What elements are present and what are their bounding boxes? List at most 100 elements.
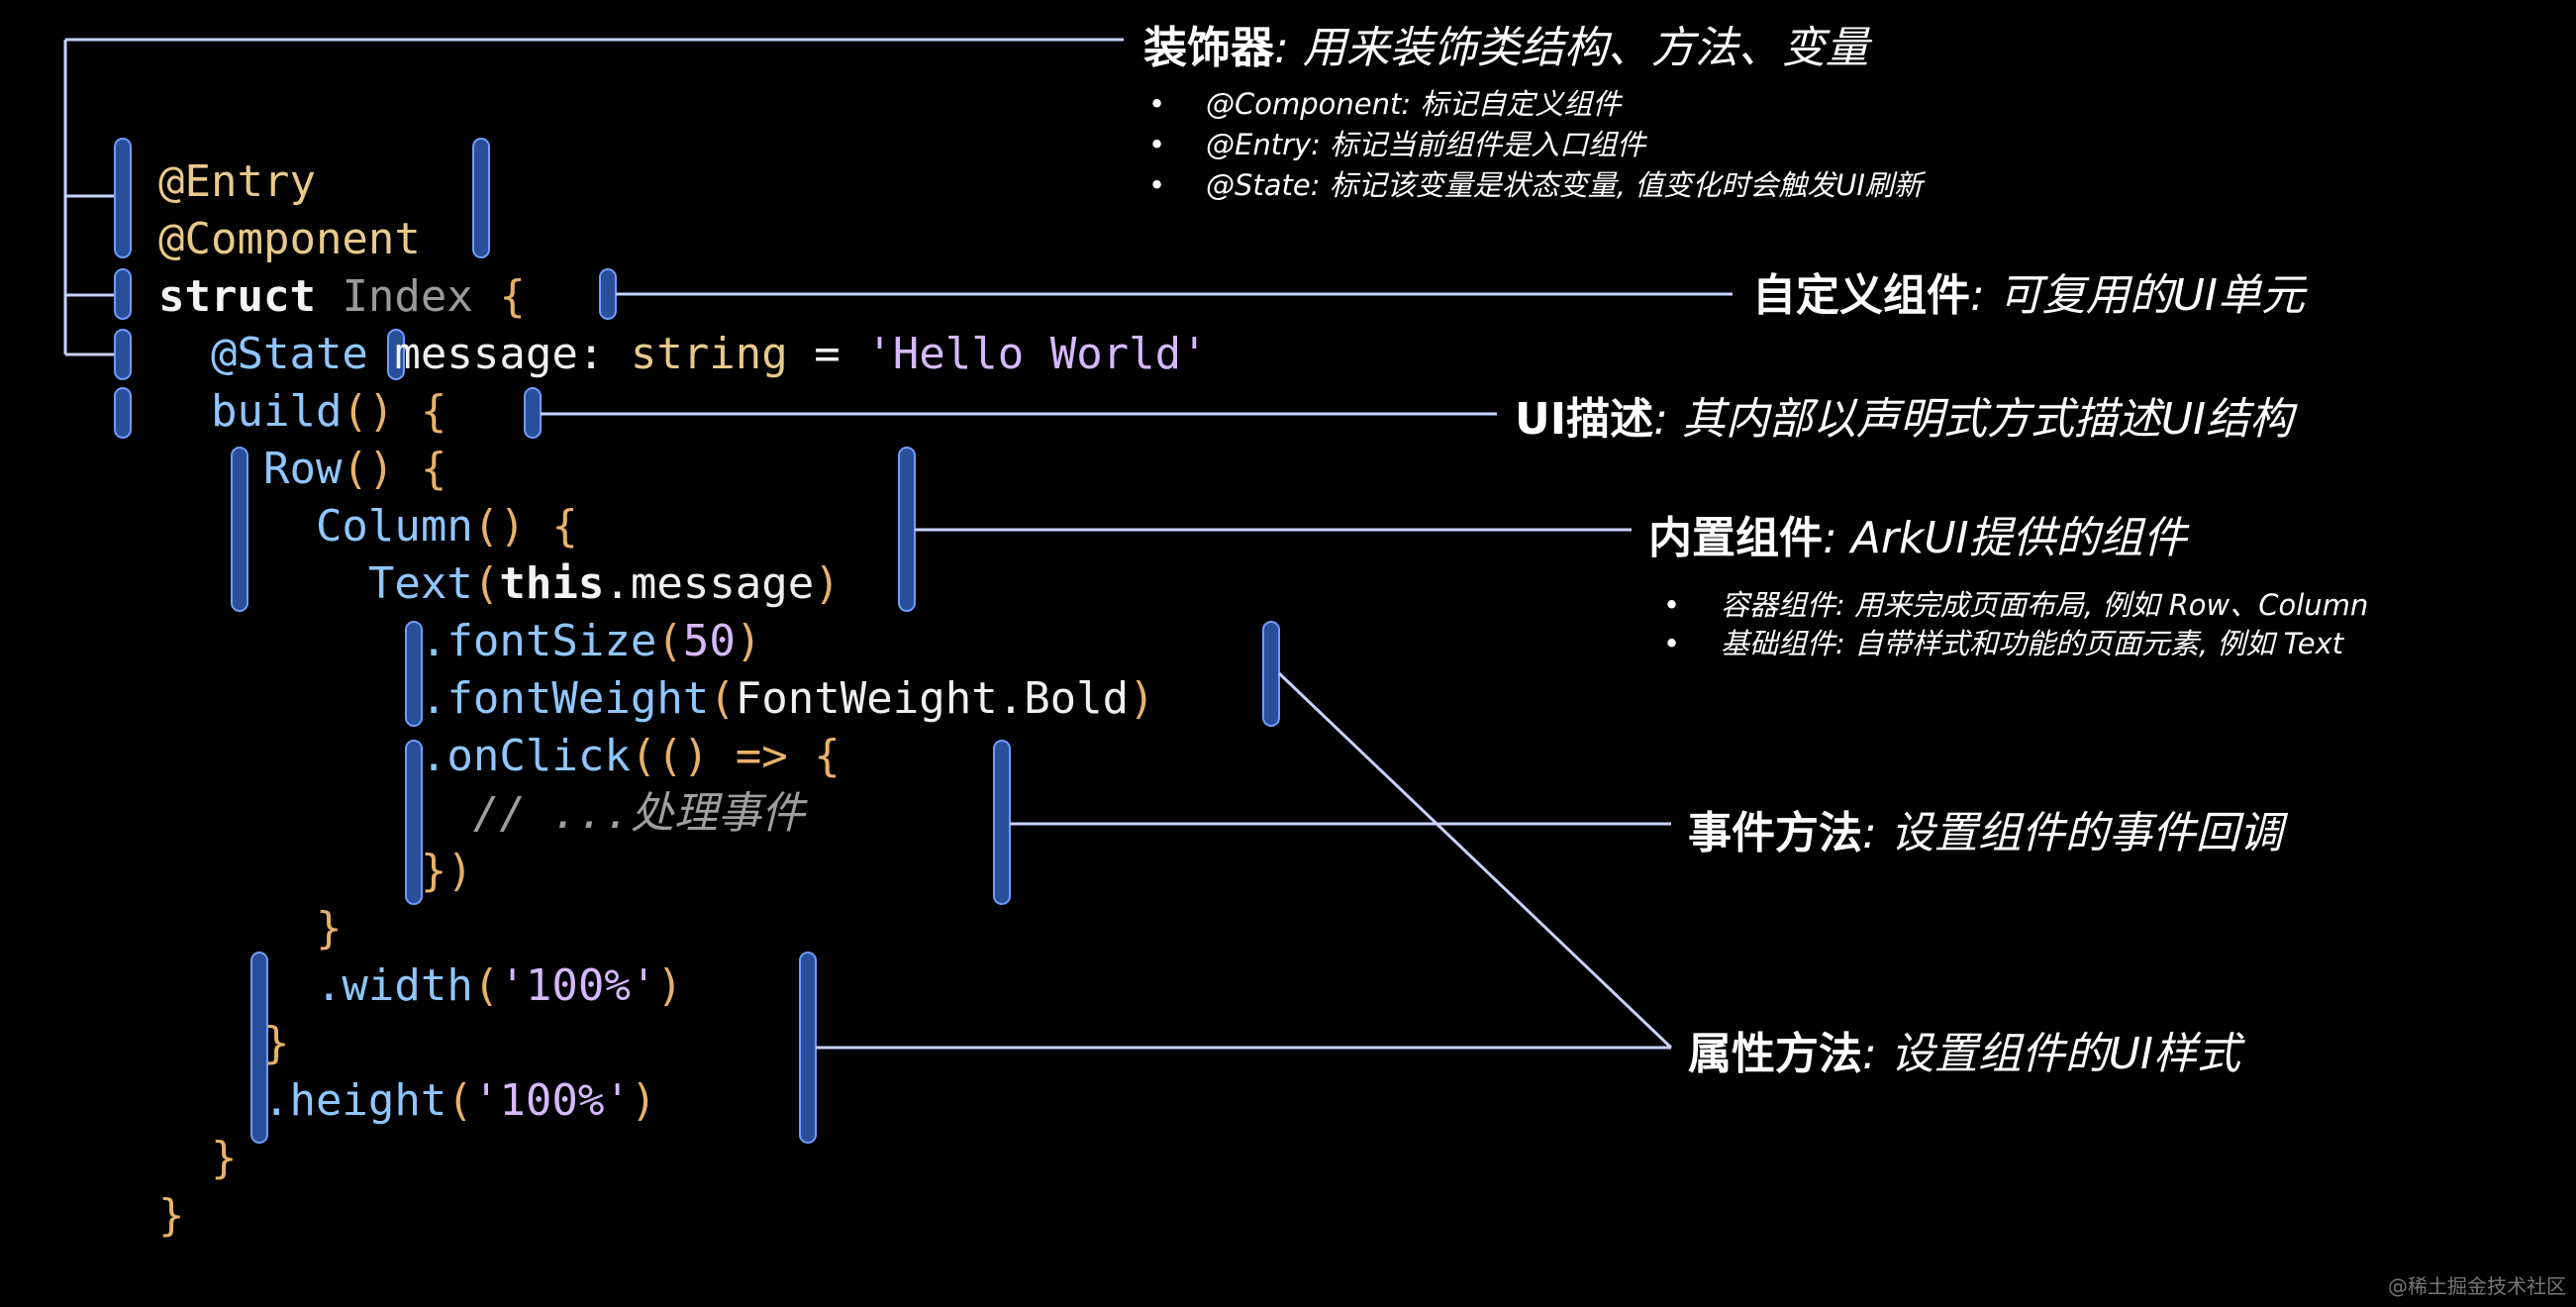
- decorator-bullet: • @State: 标记该变量是状态变量, 值变化时会触发UI刷新: [1148, 162, 1923, 204]
- code-token: struct: [158, 271, 316, 322]
- annotation-decorator-desc: : 用来装饰类结构、方法、变量: [1274, 23, 1869, 73]
- annotation-builtin: 内置组件: ArkUI提供的组件: [1648, 502, 2187, 565]
- attr-diagonal-connector: [1277, 671, 1673, 1050]
- code-line: }: [158, 1015, 1208, 1072]
- struct-bracket-left: [114, 268, 132, 320]
- code-token: }: [158, 1133, 238, 1183]
- annotation-event-desc: : 设置组件的事件回调: [1862, 808, 2283, 858]
- code-line: @State message: string = 'Hello World': [158, 326, 1208, 383]
- code-token: }: [158, 1018, 290, 1068]
- code-token: .width: [158, 960, 473, 1011]
- code-line: .width('100%'): [158, 957, 1208, 1015]
- code-line: .fontWeight(FontWeight.Bold): [158, 670, 1208, 728]
- code-token: ): [814, 558, 841, 609]
- code-token: FontWeight.Bold: [735, 673, 1130, 724]
- decorator-bullet-text: @Entry: 标记当前组件是入口组件: [1206, 128, 1646, 161]
- watermark: @稀土掘金技术社区: [2388, 1274, 2566, 1298]
- annotation-custom-component: 自定义组件: 可复用的UI单元: [1752, 259, 2305, 323]
- code-line: build() {: [158, 383, 1208, 441]
- code-token: (: [472, 558, 500, 609]
- code-token: // ...处理事件: [158, 788, 805, 839]
- code-line: }): [158, 843, 1208, 900]
- code-token: (: [446, 1075, 473, 1126]
- state-bracket-left: [114, 329, 132, 380]
- code-line: Row() {: [158, 441, 1208, 498]
- code-token: () {: [472, 501, 578, 552]
- code-token: (: [472, 960, 500, 1011]
- code-line: .fontSize(50): [158, 613, 1208, 670]
- annotation-event: 事件方法: 设置组件的事件回调: [1688, 797, 2283, 860]
- code-token: '100%': [499, 960, 657, 1011]
- code-line: .onClick(() => {: [158, 728, 1208, 785]
- annotation-decorator-title: 装饰器: [1143, 23, 1274, 73]
- event-bracket-left: [405, 740, 423, 905]
- code-token: () {: [342, 444, 447, 494]
- code-line: }: [158, 1187, 1208, 1245]
- code-token: this: [499, 558, 605, 609]
- code-token: ): [630, 1075, 657, 1126]
- builtin-bullet: • 基础组件: 自带样式和功能的页面元素, 例如 Text: [1663, 621, 2343, 662]
- code-token: ): [1129, 673, 1155, 724]
- code-token: @State: [158, 329, 368, 379]
- code-token: @Component: [158, 214, 421, 264]
- state-bracket-right: [387, 329, 405, 380]
- bullet-dot: •: [1663, 588, 1681, 622]
- decorator-bullet: • @Entry: 标记当前组件是入口组件: [1148, 122, 1645, 163]
- code-line: }: [158, 900, 1208, 957]
- annotation-builtin-desc: : ArkUI提供的组件: [1823, 513, 2187, 563]
- bullet-dot: •: [1148, 168, 1166, 202]
- code-token: =: [787, 329, 867, 379]
- code-token: ): [735, 616, 762, 666]
- annotation-builtin-title: 内置组件: [1648, 513, 1823, 563]
- decorator-bullet-text: @Component: 标记自定义组件: [1206, 87, 1622, 121]
- code-token: }): [158, 846, 473, 896]
- style-bracket-left: [405, 621, 423, 727]
- code-token: build: [158, 386, 343, 437]
- code-token: Index: [315, 271, 500, 322]
- bullet-dot: •: [1663, 627, 1681, 660]
- code-token: 50: [682, 616, 736, 666]
- build-bracket-left: [114, 387, 132, 439]
- code-token: @Entry: [158, 156, 316, 207]
- decorator-bullet-text: @State: 标记该变量是状态变量, 值变化时会触发UI刷新: [1206, 168, 1923, 202]
- code-token: () {: [342, 386, 447, 437]
- code-token: .fontSize: [158, 616, 657, 666]
- annotation-attr-title: 属性方法: [1688, 1029, 1862, 1079]
- code-line: @Entry: [158, 153, 1208, 211]
- code-line: // ...处理事件: [158, 785, 1208, 843]
- code-token: }: [158, 903, 343, 954]
- annotation-attr: 属性方法: 设置组件的UI样式: [1688, 1018, 2240, 1081]
- annotation-custom-component-desc: : 可复用的UI单元: [1970, 270, 2305, 321]
- bullet-dot: •: [1148, 128, 1166, 161]
- code-line: @Component: [158, 211, 1208, 268]
- code-token: .message: [604, 558, 815, 609]
- annotation-decorator: 装饰器: 用来装饰类结构、方法、变量: [1143, 12, 1869, 75]
- builtin-bullet-text: 基础组件: 自带样式和功能的页面元素, 例如 Text: [1721, 627, 2344, 660]
- code-token: {: [499, 271, 526, 322]
- annotation-event-title: 事件方法: [1688, 808, 1862, 858]
- code-token: ): [656, 960, 683, 1011]
- builtin-bullet: •容器组件: 用来完成页面布局, 例如 Row、Column: [1663, 582, 2368, 624]
- code-token: .fontWeight: [158, 673, 710, 724]
- code-token: .onClick: [158, 731, 631, 781]
- code-token: .height: [158, 1075, 447, 1126]
- code-token: Text: [158, 558, 473, 609]
- annotation-ui-desc: UI描述: 其内部以声明式方式描述UI结构: [1515, 383, 2293, 447]
- code-line: Text(this.message): [158, 555, 1208, 613]
- annotation-attr-desc: : 设置组件的UI样式: [1862, 1029, 2240, 1079]
- entry-component-bracket-left: [114, 138, 132, 258]
- builtin-bracket-left: [231, 447, 248, 612]
- code-token: '100%': [472, 1075, 631, 1126]
- style-bracket-right: [1262, 621, 1280, 727]
- code-line: .height('100%'): [158, 1072, 1208, 1130]
- code-token: (() => {: [630, 731, 841, 781]
- code-token: Row: [158, 444, 343, 494]
- code-token: (: [656, 616, 683, 666]
- bullet-dot: •: [1148, 87, 1166, 121]
- entry-component-bracket-right: [472, 138, 490, 258]
- code-line: struct Index {: [158, 268, 1208, 326]
- decorator-bullet: • @Component: 标记自定义组件: [1148, 81, 1621, 123]
